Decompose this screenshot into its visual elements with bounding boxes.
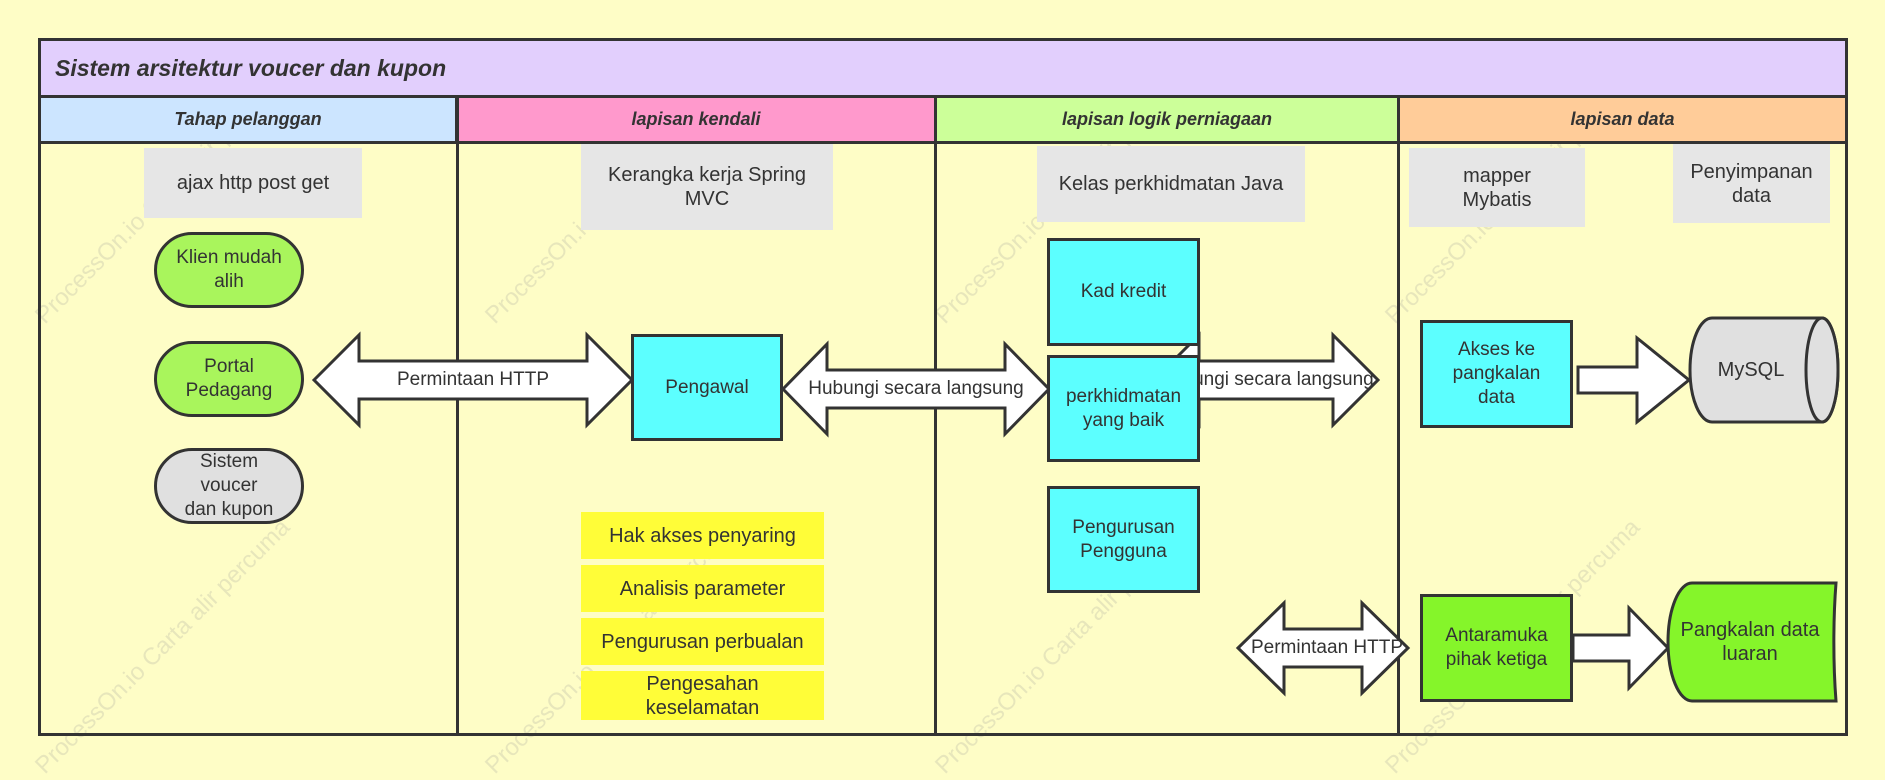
user-management-service: Pengurusan Pengguna xyxy=(1047,486,1200,593)
external-db-cylinder xyxy=(1666,581,1838,703)
lane-header-logic: lapisan logik perniagaan xyxy=(934,98,1400,144)
feature-security-auth: Pengesahan keselamatan xyxy=(581,671,824,720)
goods-service-label: perkhidmatan yang baik xyxy=(1065,385,1182,431)
lane-header-data: lapisan data xyxy=(1397,98,1848,144)
goods-service: perkhidmatan yang baik xyxy=(1047,355,1200,462)
mysql-cylinder xyxy=(1688,316,1840,424)
db-access-node: Akses ke pangkalan data xyxy=(1420,320,1573,428)
controller-node: Pengawal xyxy=(631,334,783,441)
http-request-label-2: Permintaan HTTP xyxy=(1250,637,1404,658)
data-note-mapper: mapper Mybatis xyxy=(1409,148,1585,227)
logic-note: Kelas perkhidmatan Java xyxy=(1037,146,1305,222)
data-note-storage: Penyimpanan data xyxy=(1673,144,1830,223)
mysql-label: MySQL xyxy=(1717,359,1785,381)
feature-param-analysis: Analisis parameter xyxy=(581,565,824,612)
feature-session-mgmt: Pengurusan perbualan xyxy=(581,618,824,665)
diagram-title: Sistem arsitektur voucer dan kupon xyxy=(38,38,1848,98)
feature-filter: Hak akses penyaring xyxy=(581,512,824,559)
lane-header-client: Tahap pelanggan xyxy=(38,98,458,144)
voucher-system-node: Sistem voucer dan kupon xyxy=(154,448,304,524)
direct-call-label-2: Hubungi secara langsung xyxy=(1158,369,1374,390)
external-db-label: Pangkalan data luaran xyxy=(1680,619,1820,665)
third-party-interface-node: Antaramuka pihak ketiga xyxy=(1420,594,1573,702)
http-request-label: Permintaan HTTP xyxy=(396,369,550,390)
thirdparty-to-external-arrow xyxy=(1571,604,1671,692)
lane-divider xyxy=(1397,98,1400,736)
control-note: Kerangka kerja Spring MVC xyxy=(581,144,833,230)
mobile-client-node: Klien mudah alih xyxy=(154,232,304,308)
merchant-portal-node: Portal Pedagang xyxy=(154,341,304,417)
http-request-arrow-2 xyxy=(1235,599,1411,697)
lane-divider xyxy=(934,98,937,736)
lane-divider xyxy=(456,98,459,736)
client-note: ajax http post get xyxy=(144,148,362,218)
db-access-to-mysql-arrow xyxy=(1576,334,1692,426)
credit-card-service: Kad kredit xyxy=(1047,238,1200,346)
direct-call-label-1: Hubungi secara langsung xyxy=(808,378,1024,399)
